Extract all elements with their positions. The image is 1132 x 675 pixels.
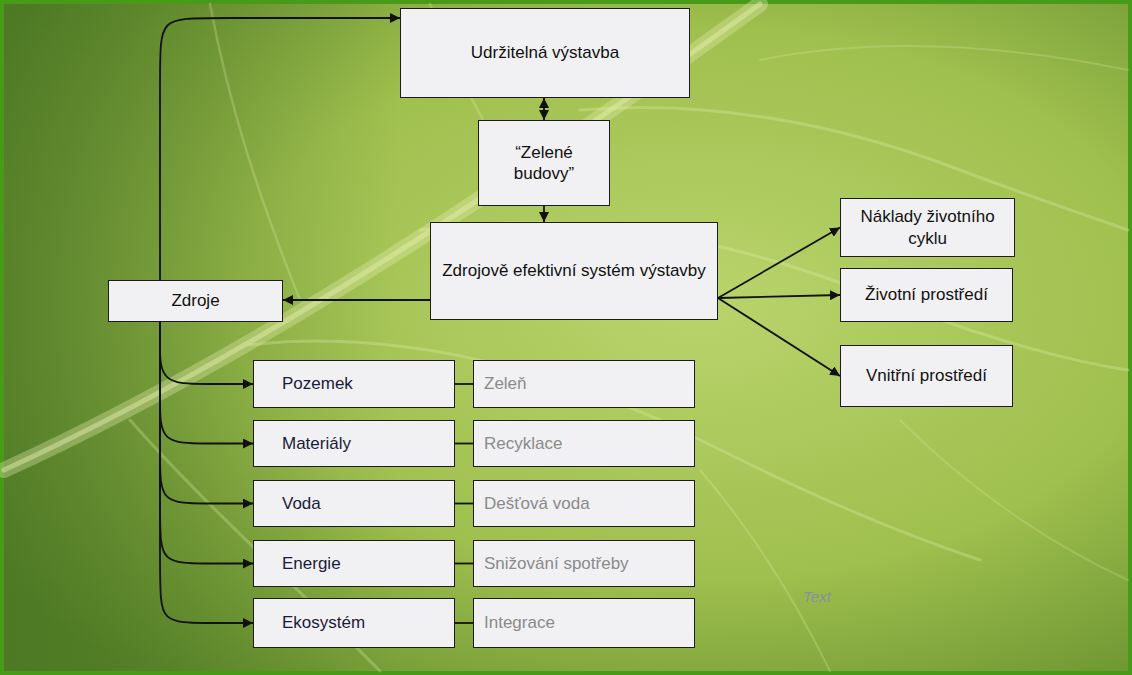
concept-box: “Zelené budovy” (478, 120, 610, 206)
connector-line (455, 443, 473, 445)
connector-line (455, 563, 473, 565)
arrow-connector (283, 299, 430, 301)
arrow-connector (160, 322, 253, 444)
concept-box: Energie (253, 540, 455, 587)
concept-box: Materiály (253, 420, 455, 467)
box-text: Náklady životního cyklu (851, 206, 1004, 249)
arrow-connector (160, 322, 253, 623)
concept-box: Náklady životního cyklu (840, 198, 1015, 257)
detail-box: Integrace (473, 598, 695, 648)
box-text: Integrace (484, 612, 555, 633)
box-text: Udržitelná výstavba (471, 42, 619, 63)
detail-box: Zeleň (473, 360, 695, 408)
arrow-connector (160, 322, 253, 564)
arrow-connector (543, 206, 545, 222)
box-text: Pozemek (282, 373, 353, 394)
box-text: Energie (282, 553, 341, 574)
box-text: Ekosystém (282, 612, 365, 633)
concept-box: Pozemek (253, 360, 455, 408)
box-text: Dešťová voda (484, 493, 590, 514)
box-text: Zdrojově efektivní systém výstavby (442, 260, 706, 281)
arrow-connector (160, 322, 253, 384)
watermark-text: Text (803, 588, 831, 605)
concept-box: Voda (253, 480, 455, 527)
concept-box: Ekosystém (253, 598, 455, 648)
arrow-connector (160, 18, 400, 280)
arrow-connector (543, 98, 545, 120)
connector-line (455, 383, 473, 385)
box-text: Recyklace (484, 433, 562, 454)
box-text: Snižování spotřeby (484, 553, 629, 574)
concept-box: Zdroje (108, 280, 283, 322)
detail-box: Recyklace (473, 420, 695, 467)
box-text: Vnitřní prostředí (866, 365, 987, 386)
box-text: Zdroje (171, 290, 219, 311)
box-text: Životní prostředí (865, 284, 988, 305)
detail-box: Snižování spotřeby (473, 540, 695, 587)
arrow-connector (160, 322, 253, 504)
concept-box: Udržitelná výstavba (400, 8, 690, 98)
concept-box: Zdrojově efektivní systém výstavby (430, 222, 718, 320)
concept-box: Vnitřní prostředí (840, 345, 1013, 407)
arrow-connector (718, 228, 840, 299)
connector-line (455, 622, 473, 624)
detail-box: Dešťová voda (473, 480, 695, 527)
connector-line (455, 503, 473, 505)
concept-box: Životní prostředí (840, 268, 1013, 322)
box-text: Zeleň (484, 373, 527, 394)
box-text: “Zelené budovy” (489, 142, 599, 185)
arrow-connector (718, 295, 840, 298)
box-text: Materiály (282, 433, 351, 454)
box-text: Voda (282, 493, 321, 514)
arrow-connector (718, 298, 840, 376)
